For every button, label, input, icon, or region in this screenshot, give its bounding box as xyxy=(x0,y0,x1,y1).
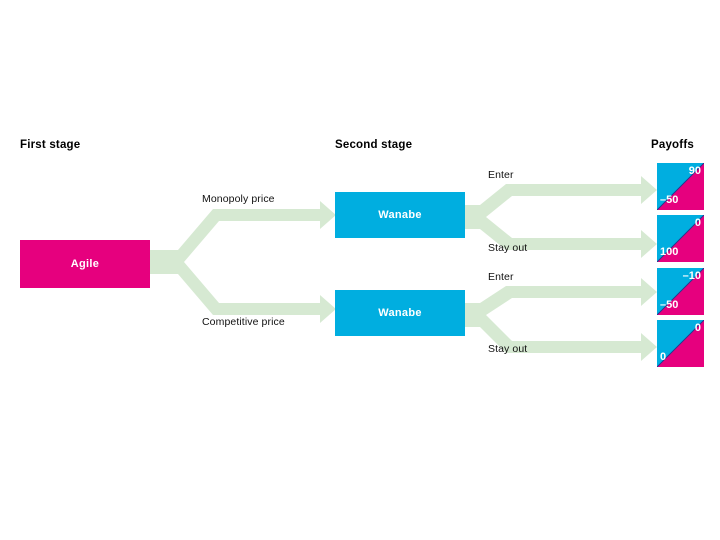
edge-label-stay-out-bottom: Stay out xyxy=(488,343,528,355)
stage-header-first: First stage xyxy=(20,139,81,151)
node-wanabe-top: Wanabe xyxy=(335,192,465,238)
payoff-value-incumbent: –50 xyxy=(660,299,679,311)
branch-arrow-second-stage-top xyxy=(465,176,657,258)
payoff-value-incumbent: 0 xyxy=(660,351,667,363)
payoff-value-incumbent: –50 xyxy=(660,194,679,206)
payoff-box-competitive-enter: –10 –50 xyxy=(657,268,704,315)
branch-arrow-second-stage-bottom xyxy=(465,278,657,361)
payoff-value-incumbent: 100 xyxy=(660,246,679,258)
edge-label-monopoly-price: Monopoly price xyxy=(202,193,275,205)
node-wanabe-bottom: Wanabe xyxy=(335,290,465,336)
payoff-value-entrant: 90 xyxy=(688,165,701,177)
payoff-value-entrant: 0 xyxy=(694,322,701,334)
edge-label-enter-bottom: Enter xyxy=(488,271,514,283)
stage-header-payoffs: Payoffs xyxy=(651,139,694,151)
payoff-value-entrant: –10 xyxy=(682,270,701,282)
node-agile: Agile xyxy=(20,240,150,288)
edge-label-competitive-price: Competitive price xyxy=(202,316,285,328)
edge-label-enter-top: Enter xyxy=(488,169,514,181)
branch-arrow-first-stage xyxy=(150,201,336,323)
payoff-value-entrant: 0 xyxy=(694,217,701,229)
payoff-box-monopoly-enter: 90 –50 xyxy=(657,163,704,210)
stage-header-second: Second stage xyxy=(335,139,413,151)
payoff-box-monopoly-stayout: 0 100 xyxy=(657,215,704,262)
edge-label-stay-out-top: Stay out xyxy=(488,242,528,254)
payoff-box-competitive-stayout: 0 0 xyxy=(657,320,704,367)
